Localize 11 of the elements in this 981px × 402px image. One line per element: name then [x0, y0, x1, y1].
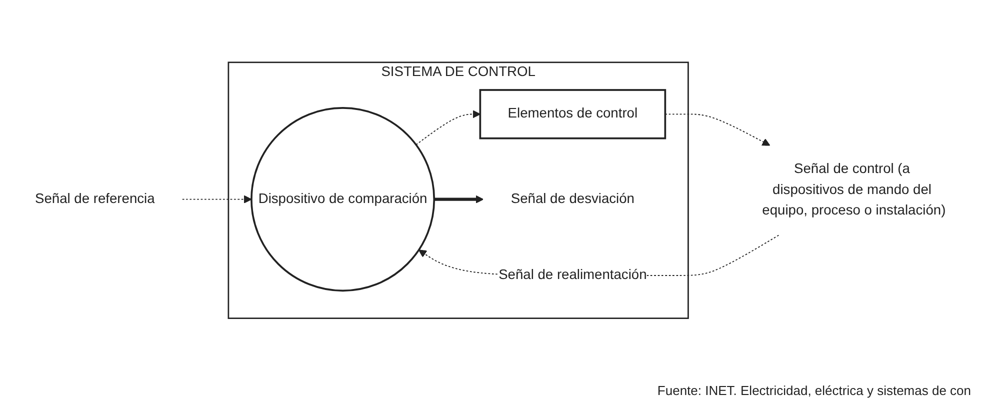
arrow [664, 114, 770, 146]
node-text: Señal de control (a dispositivos de mando del equipo, proceso o instalación) [762, 161, 946, 218]
arrow [416, 110, 481, 146]
edge-label: Señal de realimentación [498, 267, 647, 283]
node-circle: Dispositivo de comparación [250, 107, 436, 292]
node-box: Elementos de control [479, 89, 666, 140]
arrow [182, 195, 252, 204]
source-caption: Fuente: INET. Electricidad, eléctrica y sistemas de con [657, 382, 971, 400]
arrow [434, 195, 484, 204]
node-text: Señal de referencia [35, 190, 155, 207]
node-text: Señal de desviación [510, 190, 634, 207]
